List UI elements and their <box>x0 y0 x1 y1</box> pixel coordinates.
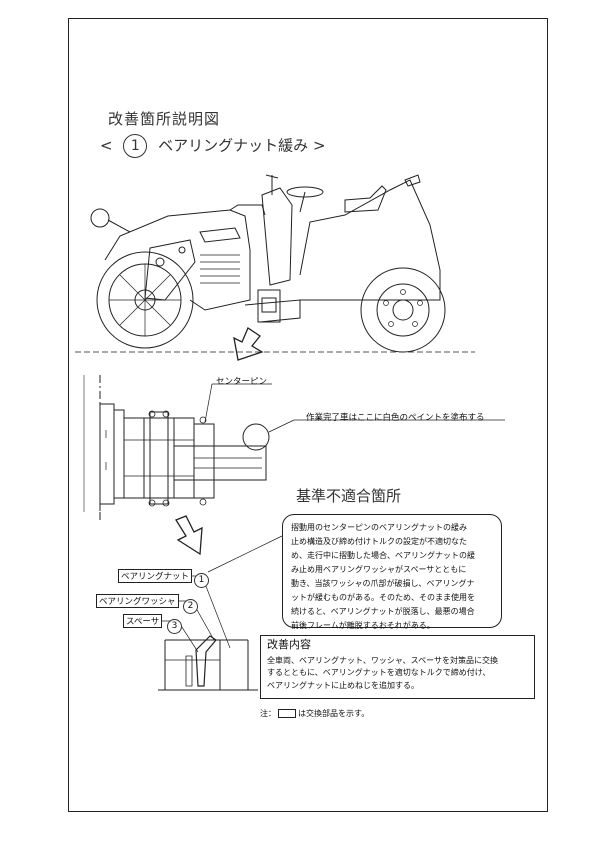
subtitle-text: ベアリングナット緩み <box>158 136 309 155</box>
bearing-parts-detail <box>145 535 283 691</box>
nonconformity-box: 摺動用のセンターピンのベアリングナットの緩み 止め構造及び締め付けトルクの設定が… <box>282 514 502 630</box>
nonconformity-heading: 基準不適合箇所 <box>296 487 402 505</box>
center-pin-label: センターピン <box>216 377 268 387</box>
road-roller-drawing <box>75 174 475 353</box>
improvement-line: するとともに、ベアリングナットを適切なトルクで締め付け、 <box>267 668 491 677</box>
page-frame <box>68 18 548 812</box>
arrow-down-1 <box>233 327 264 361</box>
nonconformity-line: め、走行中に摺動した場合、ベアリングナットの緩 <box>291 551 475 560</box>
improvement-box: 改善内容 全車両、ベアリングナット、ワッシャ、スペーサを対策品に交換 するととも… <box>260 635 535 699</box>
arrow-down-2 <box>175 515 203 556</box>
badge-1: 1 <box>194 567 209 588</box>
bearing-washer-label: ベアリングワッシャ <box>96 594 179 608</box>
replacement-note: 注： は交換部品を示す。 <box>260 708 369 719</box>
badge-2: 2 <box>183 593 198 614</box>
badge-1-number: 1 <box>194 573 209 588</box>
badge-3-number: 3 <box>167 619 182 634</box>
badge-3: 3 <box>167 613 182 634</box>
spacer-label: スペーサ <box>123 614 163 628</box>
note-prefix: 注： <box>260 709 276 718</box>
paint-note-label: 作業完了車はここに白色のペイントを塗布する <box>306 413 485 423</box>
nonconformity-line: 摺動用のセンターピンのベアリングナットの緩み <box>291 523 467 532</box>
nonconformity-line: 続けると、ベアリングナットが脱落し、最悪の場合 <box>291 607 475 616</box>
subtitle-left-bracket: < <box>100 136 113 155</box>
note-suffix: は交換部品を示す。 <box>298 709 370 718</box>
diagram-title: 改善箇所説明図 <box>108 110 221 128</box>
diagram-subtitle: < 1 ベアリングナット緩み > <box>100 134 326 158</box>
nonconformity-line: 動き、当該ワッシャの爪部が破損し、ベアリングナ <box>291 579 475 588</box>
nonconformity-line: 前後フレームが離脱するおそれがある。 <box>291 621 435 630</box>
subtitle-number: 1 <box>123 134 148 158</box>
improvement-line: 全車両、ベアリングナット、ワッシャ、スペーサを対策品に交換 <box>267 655 498 665</box>
badge-2-number: 2 <box>183 599 198 614</box>
nonconformity-line: み止め用ベアリングワッシャがスペーサとともに <box>291 565 467 574</box>
replacement-part-symbol <box>278 709 296 718</box>
subtitle-right-bracket: > <box>312 136 326 155</box>
nonconformity-line: 止め構造及び締め付けトルクの設定が不適切なた <box>291 537 467 546</box>
improvement-heading: 改善内容 <box>267 638 311 651</box>
center-pin-detail <box>83 375 505 520</box>
improvement-line: ベアリングナットに止めねじを追加する。 <box>267 680 419 690</box>
nonconformity-line: ットが緩むものがある。そのため、そのまま使用を <box>291 593 475 602</box>
bearing-nut-label: ベアリングナット <box>118 569 193 583</box>
